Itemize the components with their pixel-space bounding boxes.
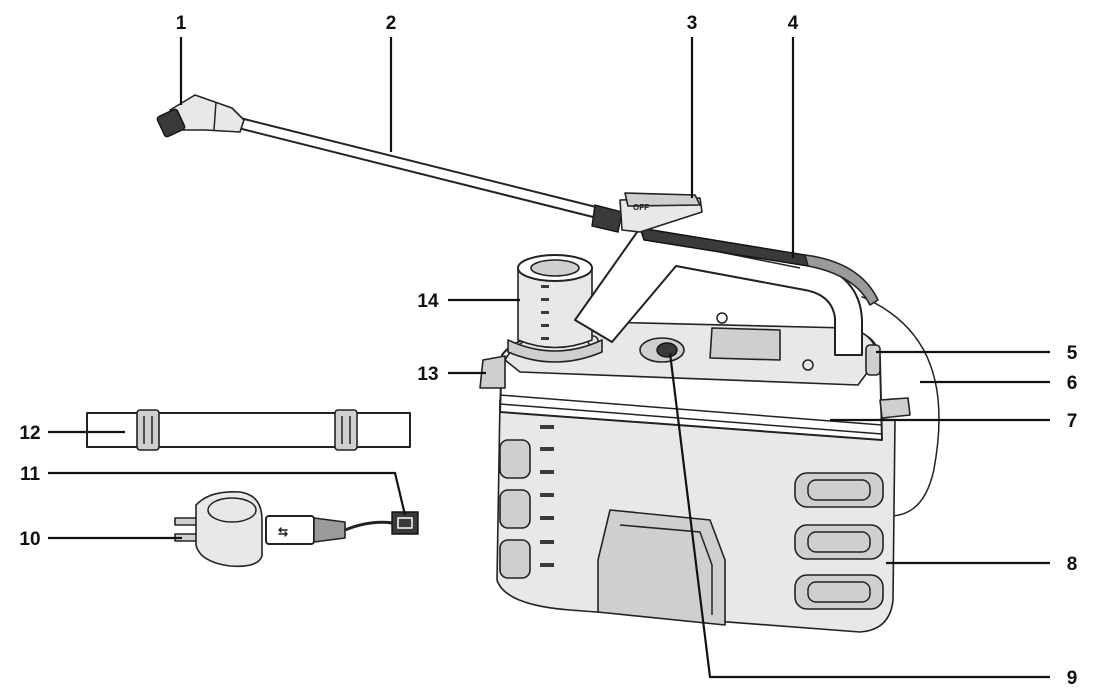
callout-12: 12 <box>19 423 40 444</box>
callout-6: 6 <box>1067 373 1078 394</box>
svg-text:⇆: ⇆ <box>278 525 288 539</box>
charger <box>174 490 263 568</box>
callout-1: 1 <box>176 13 187 34</box>
trigger-handle: OFF <box>591 192 703 233</box>
usb-cable: ⇆ <box>265 511 419 545</box>
callout-9: 9 <box>1067 668 1078 689</box>
callout-8: 8 <box>1067 554 1078 575</box>
leader-9 <box>668 352 1050 679</box>
callout-5: 5 <box>1067 343 1078 364</box>
side-grips-right <box>794 472 884 610</box>
callout-3: 3 <box>687 13 698 34</box>
callout-14: 14 <box>417 291 439 312</box>
tank-base <box>496 399 896 633</box>
shoulder-strap <box>86 409 411 451</box>
pump-cap <box>639 337 685 363</box>
callout-7: 7 <box>1067 411 1078 432</box>
nozzle <box>156 94 245 138</box>
callout-labels: 1 2 3 4 5 6 7 8 9 10 11 12 13 14 <box>19 13 1077 689</box>
callout-10: 10 <box>19 529 40 550</box>
callout-13: 13 <box>417 364 438 385</box>
display-window <box>709 327 781 361</box>
spray-wand: OFF <box>156 94 703 233</box>
leader-lines <box>48 37 1050 679</box>
callout-4: 4 <box>788 13 799 34</box>
power-switch <box>865 344 881 376</box>
callout-2: 2 <box>386 13 397 34</box>
callout-11: 11 <box>20 464 41 485</box>
side-grips-left <box>499 425 554 579</box>
filler-cup <box>507 254 603 363</box>
tank-body <box>479 227 940 633</box>
strap-clip <box>479 355 506 389</box>
carry-handle <box>574 227 879 356</box>
leader-11 <box>48 471 407 516</box>
svg-text:OFF: OFF <box>633 203 649 212</box>
